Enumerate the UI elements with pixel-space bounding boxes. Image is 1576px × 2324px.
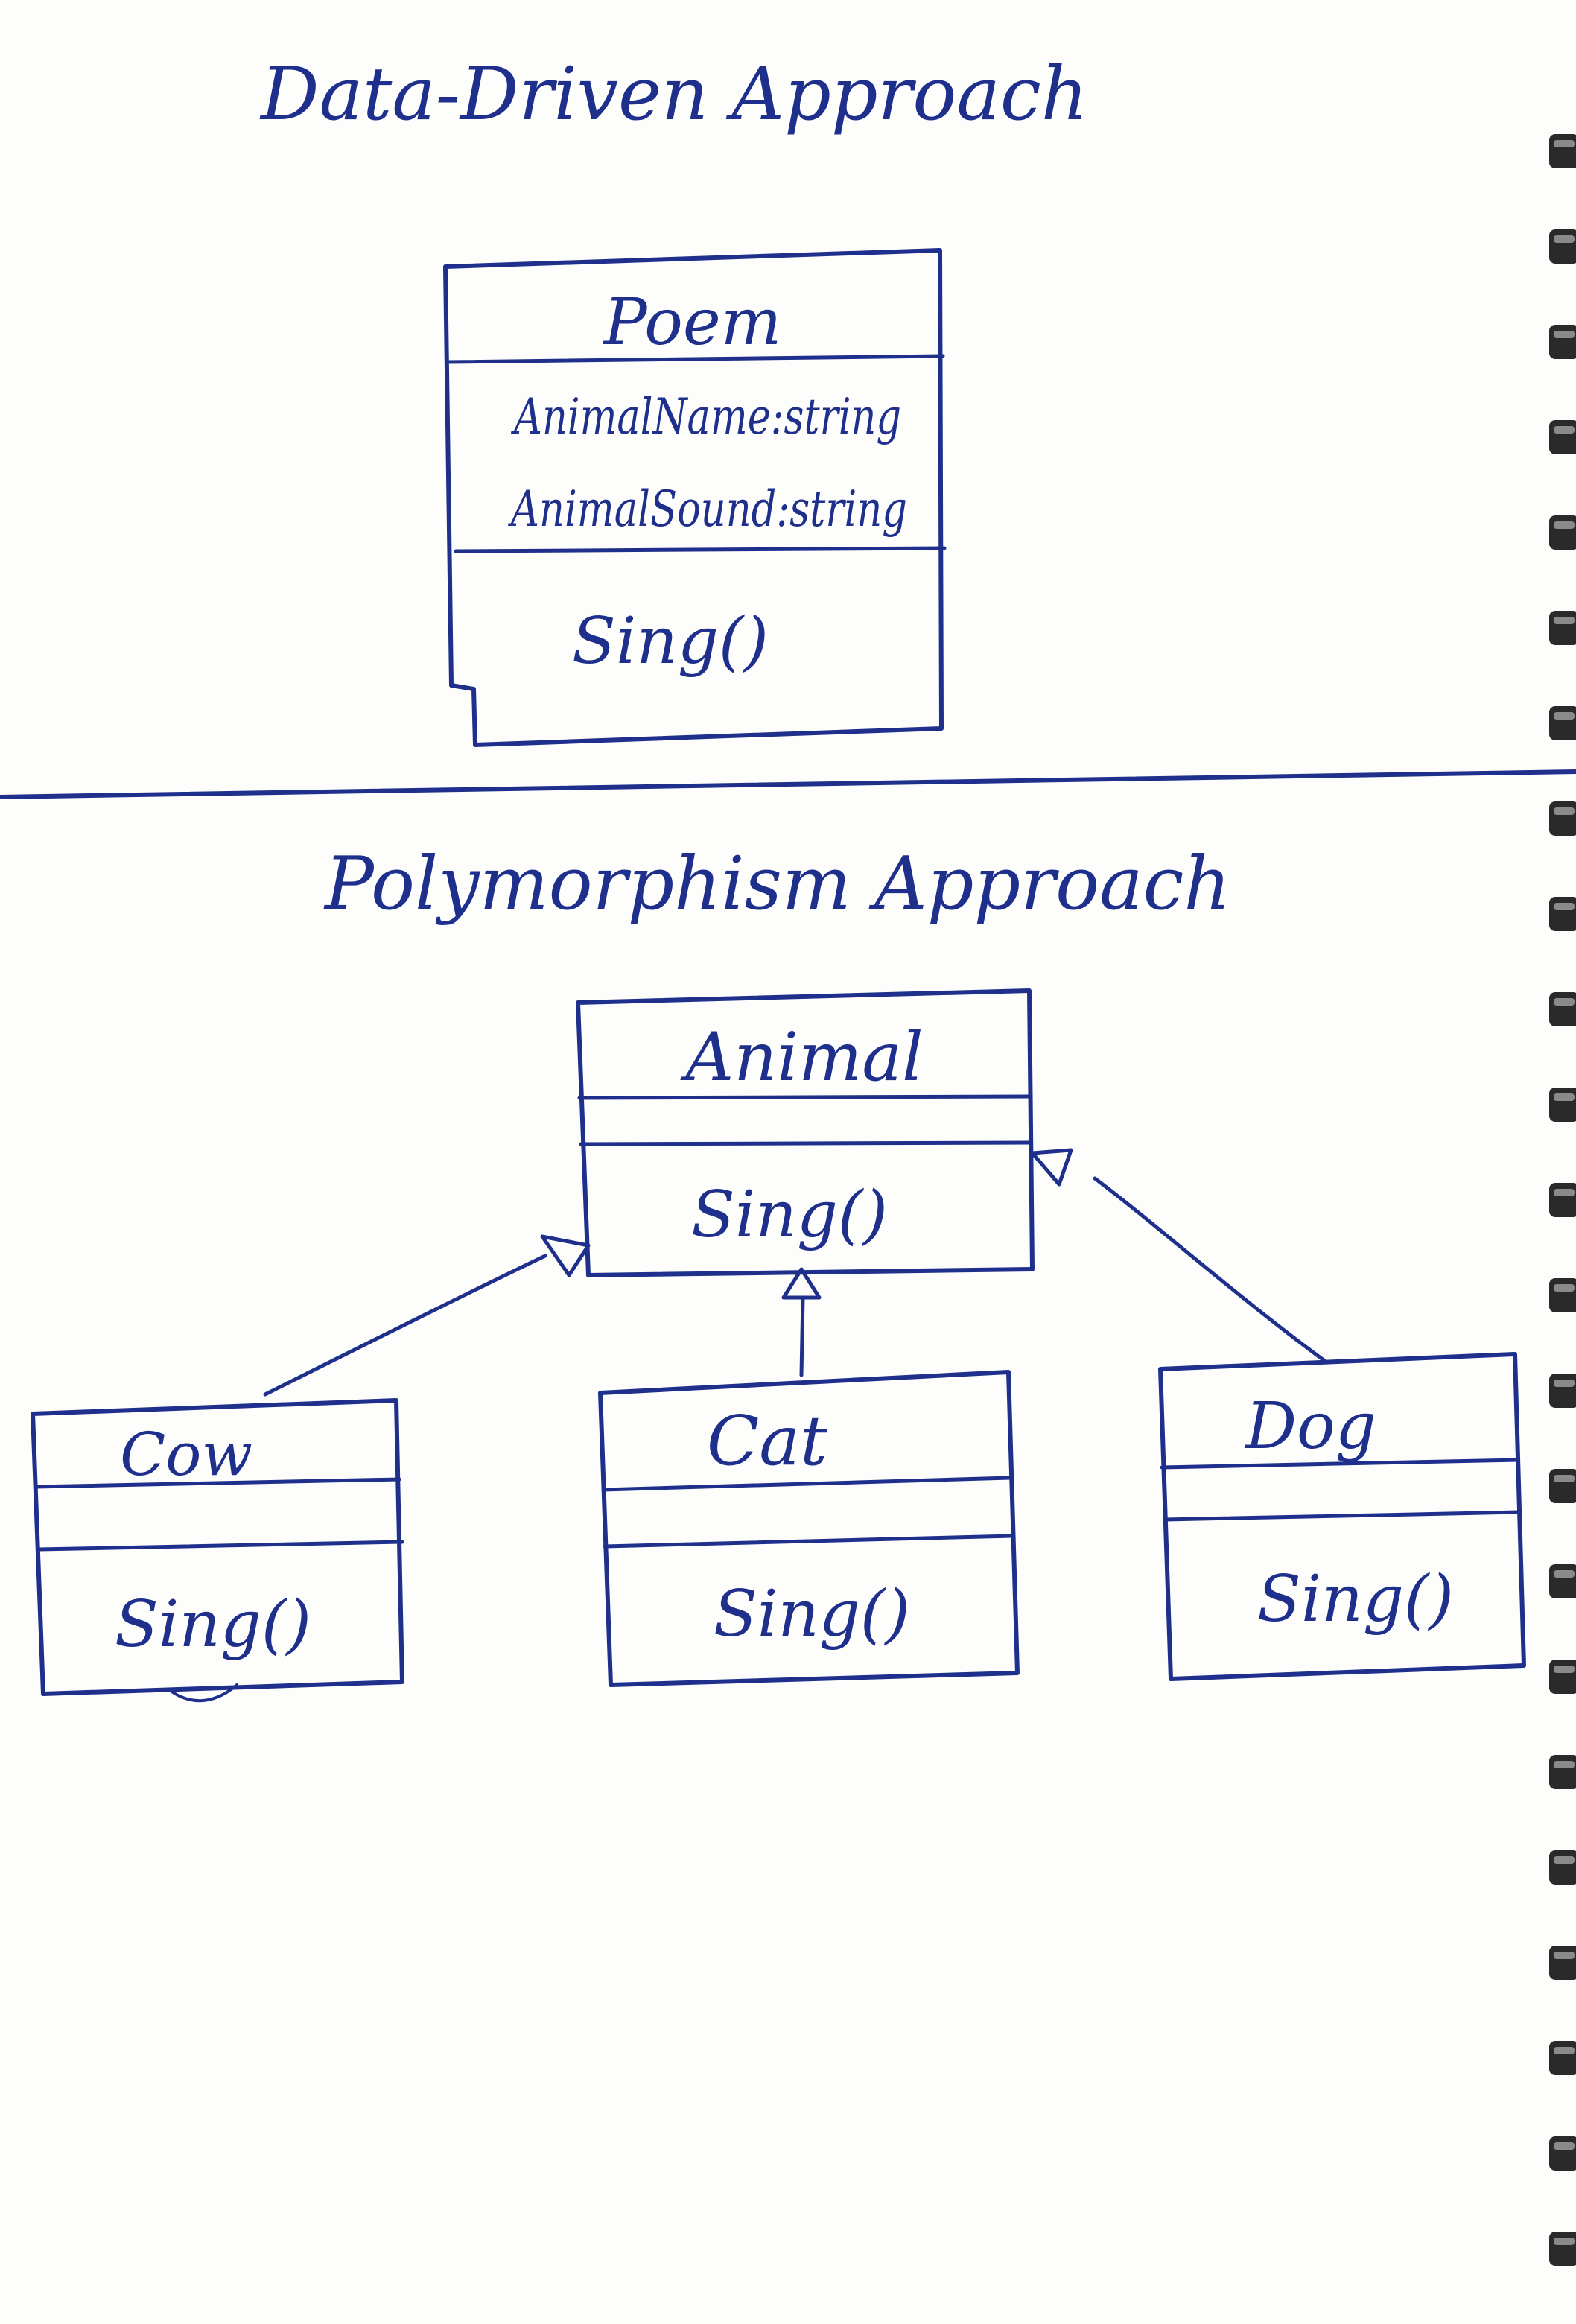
spiral-binding-icon bbox=[1549, 134, 1576, 2266]
inheritance-arrow-cow bbox=[263, 1234, 591, 1397]
poem-attribute-name: AnimalName:string bbox=[510, 388, 901, 445]
spiral-ring-highlight bbox=[1554, 235, 1575, 243]
poem-class-name: Poem bbox=[603, 285, 782, 360]
dog-method-sing: Sing() bbox=[1257, 1562, 1454, 1636]
spiral-ring-highlight bbox=[1554, 521, 1575, 529]
cow-class-name: Cow bbox=[120, 1420, 252, 1489]
poem-attribute-sound: AnimalSound:string bbox=[507, 480, 907, 538]
data-driven-title: Data-Driven Approach bbox=[259, 52, 1088, 137]
animal-class-name: Animal bbox=[680, 1018, 924, 1096]
poem-method-sing: Sing() bbox=[572, 604, 769, 679]
polymorphism-title: Polymorphism Approach bbox=[323, 842, 1231, 927]
spiral-ring-icon bbox=[1549, 1278, 1576, 1312]
spiral-ring-highlight bbox=[1554, 807, 1575, 815]
spiral-ring-highlight bbox=[1554, 140, 1575, 147]
spiral-ring-icon bbox=[1549, 1946, 1576, 1980]
cat-class-box: Cat Sing() bbox=[598, 1370, 1020, 1687]
spiral-ring-highlight bbox=[1554, 1475, 1575, 1482]
spiral-ring-highlight bbox=[1554, 1189, 1575, 1196]
dog-class-name: Dog bbox=[1244, 1389, 1376, 1464]
spiral-ring-icon bbox=[1549, 1564, 1576, 1598]
spiral-ring-icon bbox=[1549, 1374, 1576, 1408]
cow-class-box: Cow Sing() bbox=[31, 1398, 404, 1703]
spiral-ring-icon bbox=[1549, 1469, 1576, 1503]
spiral-ring-icon bbox=[1549, 1850, 1576, 1885]
inheritance-arrow-cat bbox=[781, 1267, 822, 1377]
spiral-ring-icon bbox=[1549, 2232, 1576, 2266]
spiral-ring-icon bbox=[1549, 801, 1576, 836]
animal-class-box: Animal Sing() bbox=[576, 988, 1035, 1277]
spiral-ring-icon bbox=[1549, 1183, 1576, 1217]
spiral-ring-highlight bbox=[1554, 1093, 1575, 1101]
spiral-ring-highlight bbox=[1554, 1761, 1575, 1768]
spiral-ring-icon bbox=[1549, 325, 1576, 359]
spiral-ring-highlight bbox=[1554, 712, 1575, 720]
spiral-ring-highlight bbox=[1554, 331, 1575, 338]
animal-method-sing: Sing() bbox=[691, 1178, 888, 1252]
spiral-ring-highlight bbox=[1554, 1380, 1575, 1387]
spiral-ring-highlight bbox=[1554, 1952, 1575, 1959]
spiral-ring-highlight bbox=[1554, 2238, 1575, 2245]
spiral-ring-icon bbox=[1549, 2041, 1576, 2075]
spiral-ring-highlight bbox=[1554, 903, 1575, 910]
spiral-ring-highlight bbox=[1554, 2047, 1575, 2054]
spiral-ring-highlight bbox=[1554, 1570, 1575, 1578]
spiral-ring-highlight bbox=[1554, 998, 1575, 1006]
cat-method-sing: Sing() bbox=[714, 1577, 910, 1651]
cat-class-name: Cat bbox=[707, 1401, 828, 1481]
spiral-ring-icon bbox=[1549, 611, 1576, 645]
poem-class-box: Poem AnimalName:string AnimalSound:strin… bbox=[443, 248, 947, 747]
spiral-ring-icon bbox=[1549, 420, 1576, 454]
spiral-ring-highlight bbox=[1554, 2142, 1575, 2150]
spiral-ring-highlight bbox=[1554, 426, 1575, 434]
inheritance-arrow-dog bbox=[1030, 1148, 1328, 1364]
spiral-ring-icon bbox=[1549, 1755, 1576, 1789]
spiral-ring-icon bbox=[1549, 2136, 1576, 2171]
section-divider bbox=[0, 769, 1576, 799]
spiral-ring-icon bbox=[1549, 897, 1576, 931]
spiral-ring-icon bbox=[1549, 1660, 1576, 1694]
spiral-ring-icon bbox=[1549, 134, 1576, 168]
cow-method-sing: Sing() bbox=[115, 1587, 311, 1662]
spiral-ring-highlight bbox=[1554, 1284, 1575, 1292]
spiral-ring-icon bbox=[1549, 706, 1576, 740]
spiral-ring-icon bbox=[1549, 992, 1576, 1026]
spiral-ring-icon bbox=[1549, 515, 1576, 550]
spiral-ring-highlight bbox=[1554, 617, 1575, 624]
spiral-ring-icon bbox=[1549, 229, 1576, 264]
dog-class-box: Dog Sing() bbox=[1158, 1352, 1526, 1681]
spiral-ring-icon bbox=[1549, 1088, 1576, 1122]
spiral-ring-highlight bbox=[1554, 1666, 1575, 1673]
spiral-ring-highlight bbox=[1554, 1856, 1575, 1864]
